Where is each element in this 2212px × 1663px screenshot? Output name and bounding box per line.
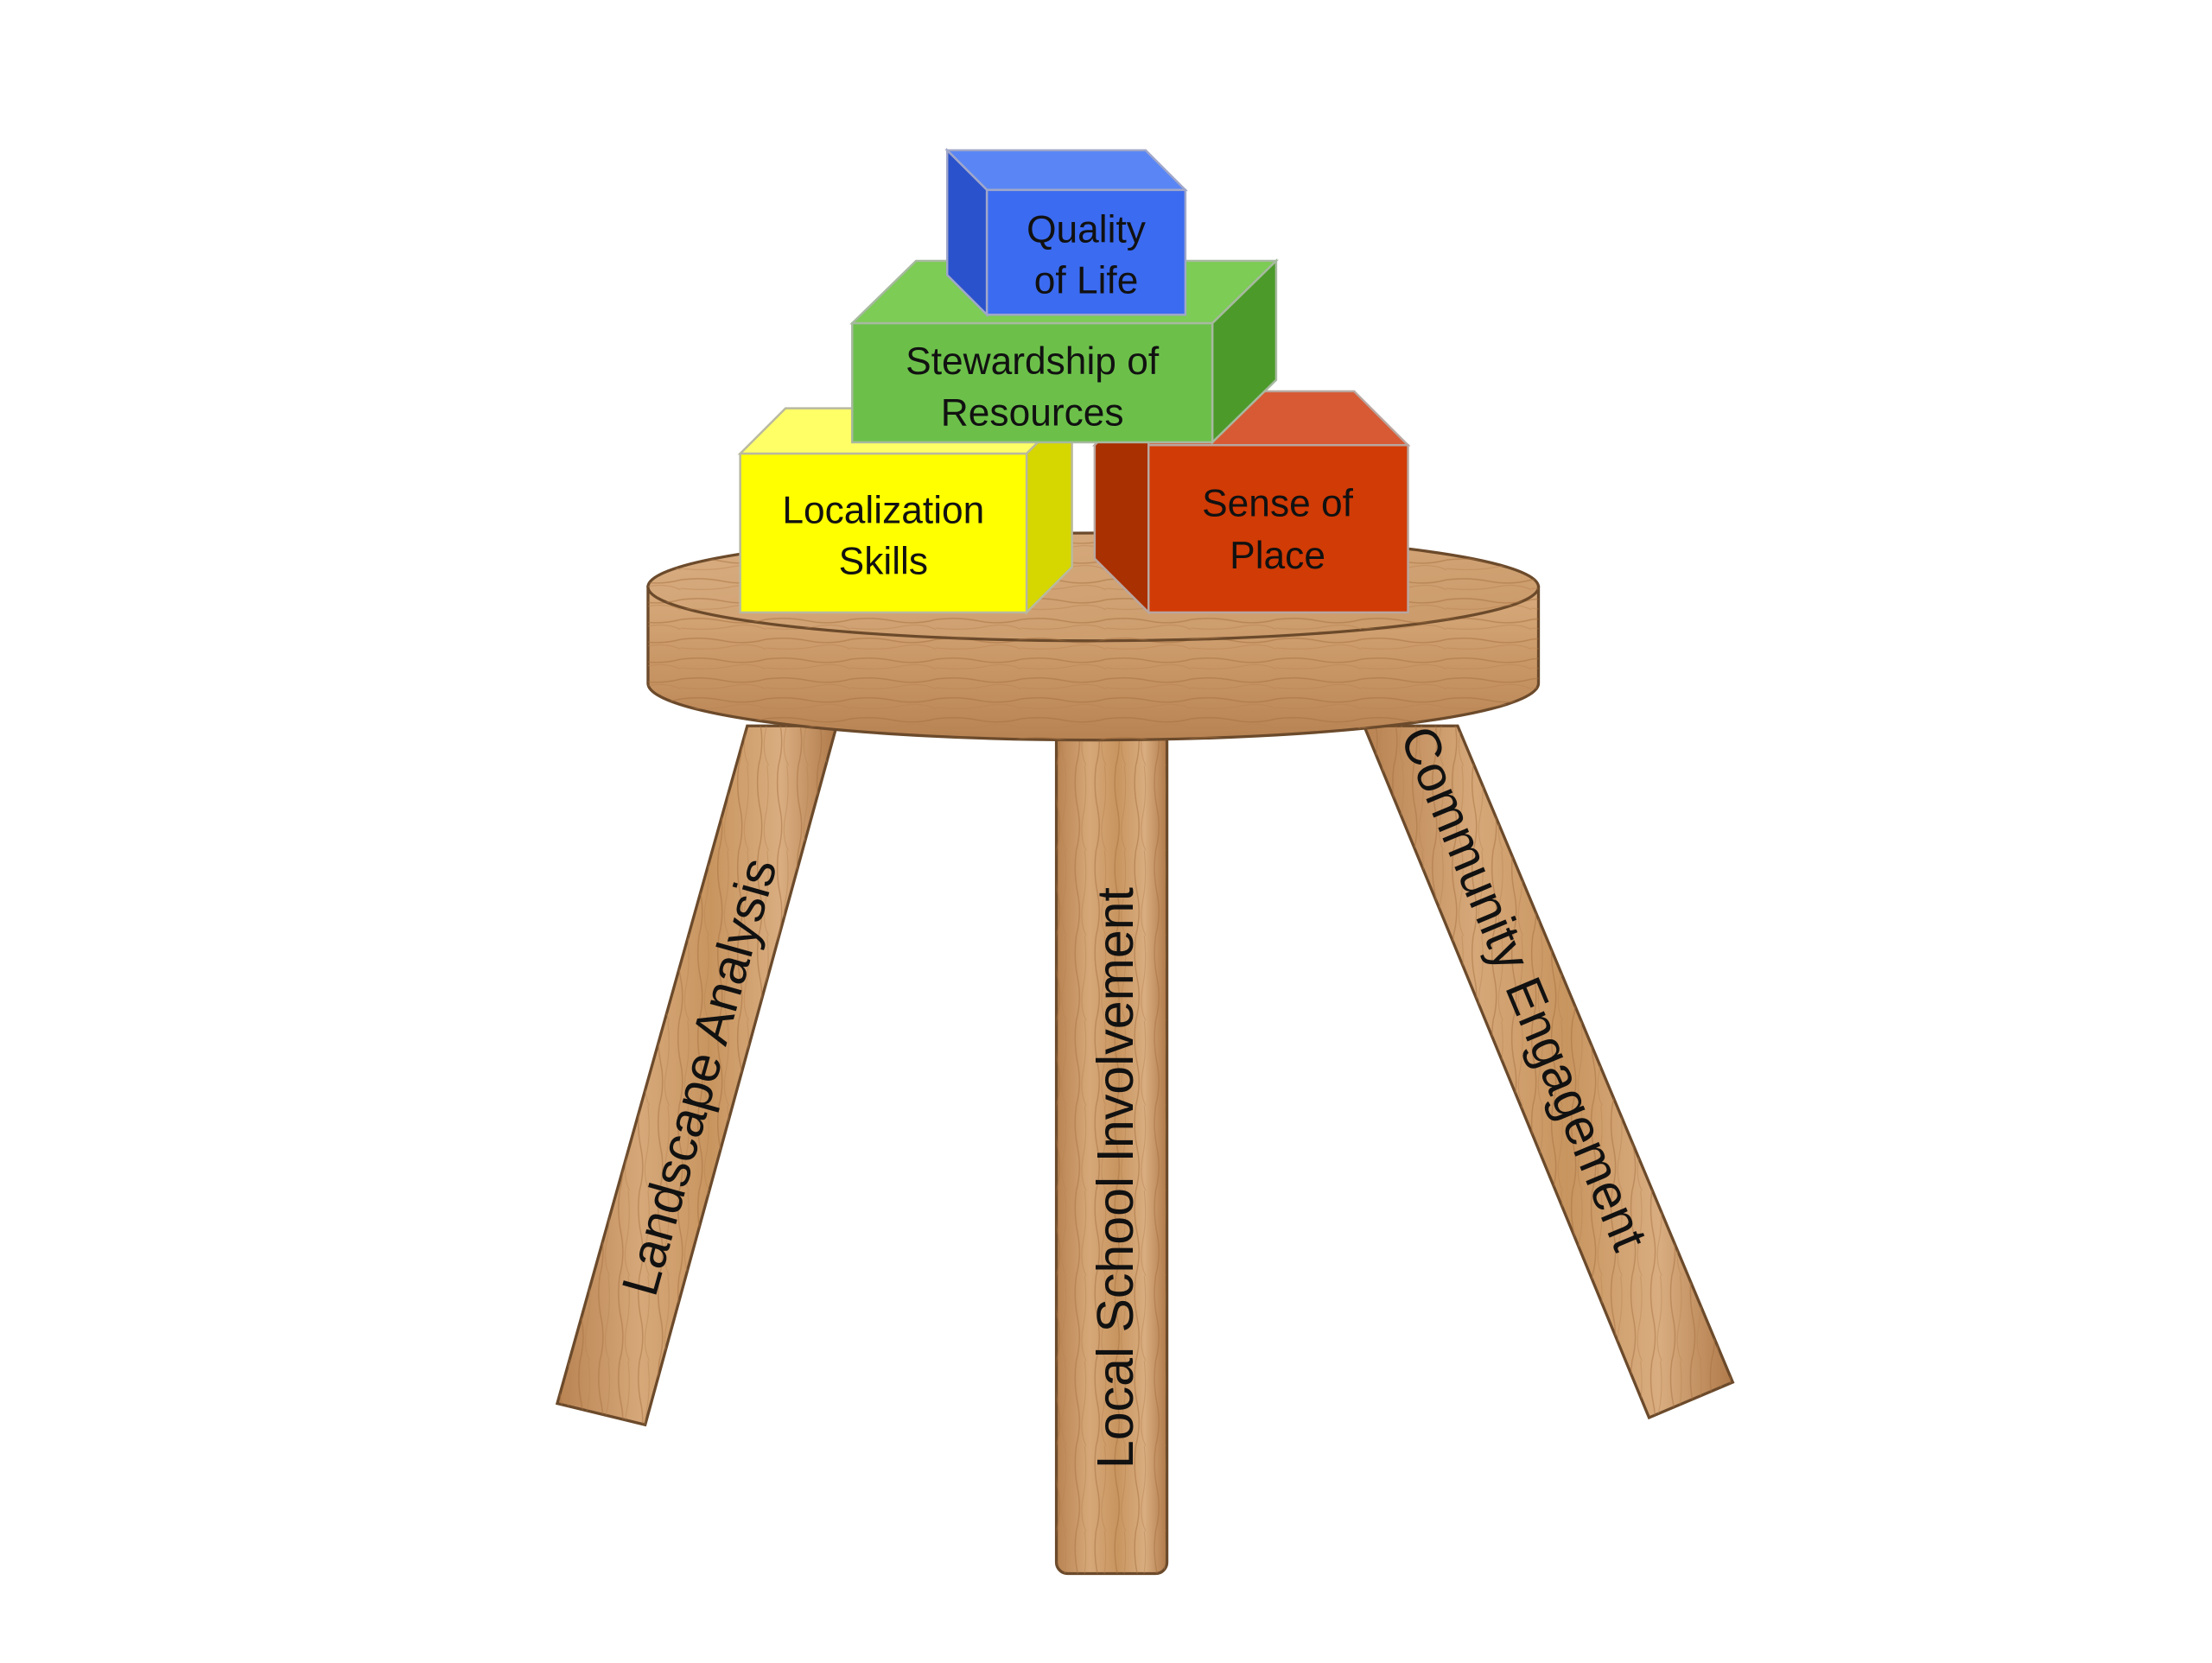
block-localization-front [739, 452, 1028, 614]
leg-center-label: Local School Involvement [1087, 887, 1144, 1469]
block-stewardship-line2: Resources [941, 391, 1124, 434]
block-sense-front [1147, 444, 1409, 614]
block-quality-line2: of Life [1034, 260, 1139, 302]
leg-right-grain [1363, 726, 1733, 1419]
block-sense-line1: Sense of [1202, 482, 1354, 524]
leg-center-grain [1056, 730, 1167, 1574]
block-localization-line2: Skills [839, 541, 928, 583]
block-localization-line1: Localization [782, 490, 984, 532]
leg-right: Community Engagement [1362, 718, 1735, 1420]
leg-center: Local School Involvement [1054, 728, 1169, 1576]
block-quality-line1: Quality [1027, 209, 1147, 251]
block-quality-top [944, 149, 1188, 192]
block-sense-line2: Place [1230, 535, 1325, 577]
leg-left-grain [556, 726, 837, 1425]
leg-left: Landscape Analysis [555, 724, 839, 1427]
block-quality-front [985, 188, 1187, 316]
block-stewardship-front [851, 321, 1214, 444]
block-stewardship-line1: Stewardship of [906, 340, 1160, 383]
block-quality-of-life: Quality of Life [944, 147, 1188, 318]
leg-right-label: Community Engagement [1389, 718, 1659, 1258]
